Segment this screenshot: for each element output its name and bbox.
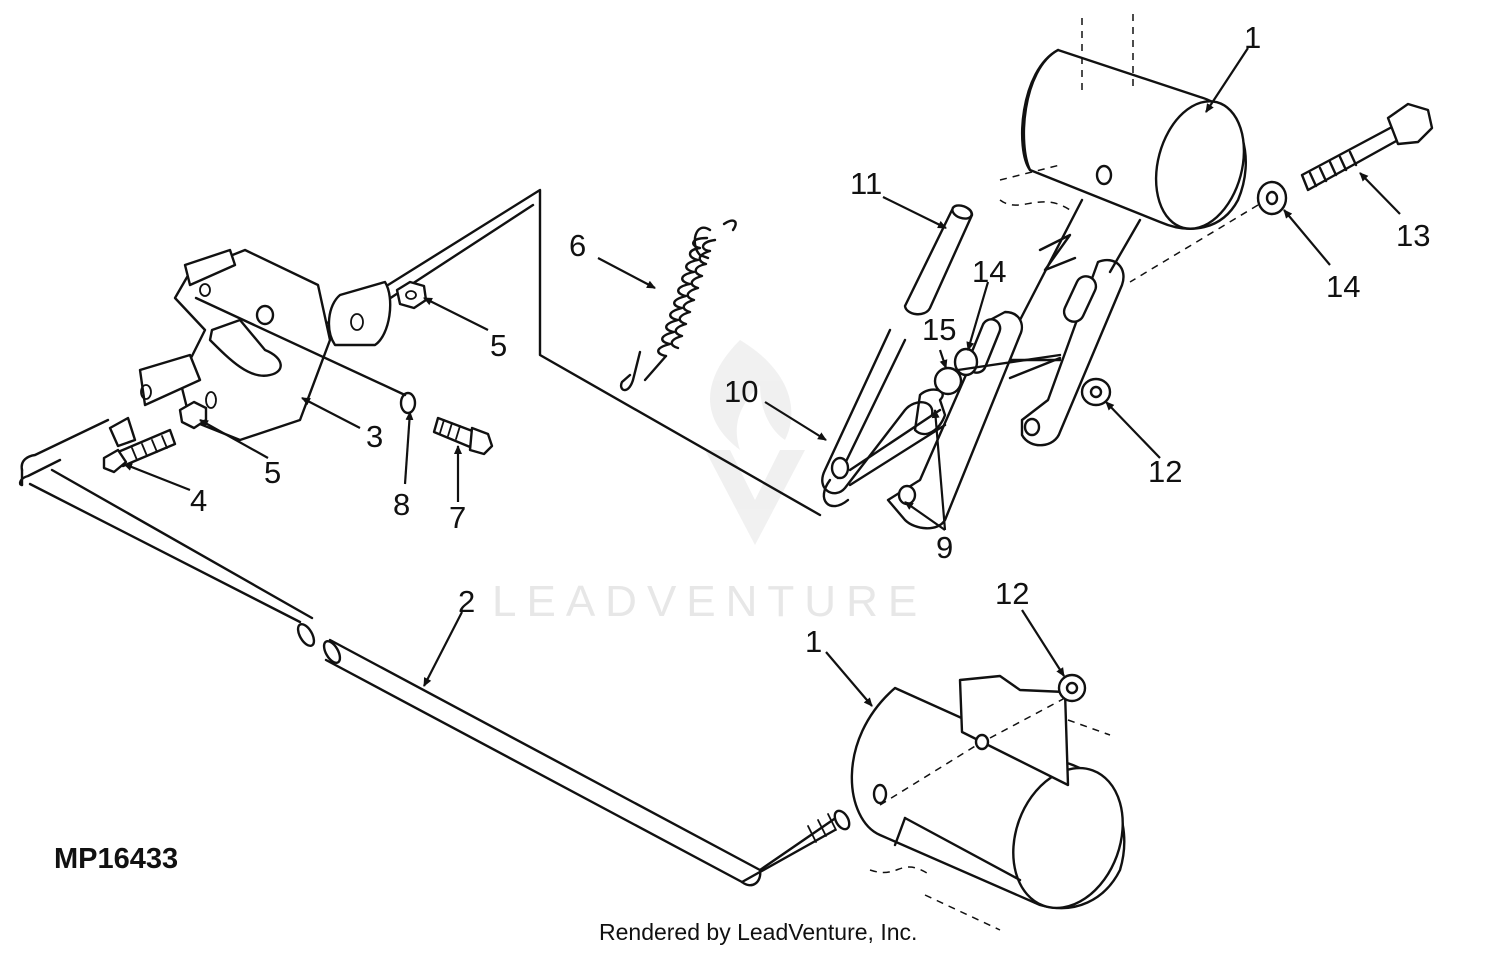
render-credit: Rendered by LeadVenture, Inc. [599, 919, 917, 945]
nut-12-right [1080, 377, 1112, 407]
roller-top [999, 14, 1247, 230]
callout-5-mid: 5 [264, 455, 281, 490]
callout-14-right: 14 [1326, 269, 1360, 304]
rod-10 [821, 328, 947, 508]
bracket-right [1008, 198, 1142, 447]
callout-15: 15 [922, 312, 956, 347]
callout-3: 3 [366, 419, 383, 454]
callout-12-right: 12 [1148, 454, 1182, 489]
washer-8 [399, 391, 417, 415]
callout-4: 4 [190, 483, 207, 518]
callout-14-mid: 14 [972, 254, 1006, 289]
callout-13: 13 [1396, 218, 1430, 253]
callout-1-bottom: 1 [805, 624, 822, 659]
watermark-logo-icon [705, 340, 805, 545]
shaft-line [956, 353, 1062, 372]
callout-1-top: 1 [1244, 20, 1261, 55]
washer-14-right [1256, 180, 1288, 216]
rod-2 [18, 418, 851, 887]
figure-id: MP16433 [54, 843, 178, 875]
washer-top [327, 280, 392, 347]
watermark-text: LEADVENTURE [492, 577, 927, 626]
stud-left [108, 416, 137, 448]
callout-11: 11 [850, 166, 882, 201]
nut-5-top [395, 280, 428, 310]
callout-7: 7 [449, 500, 466, 535]
nut-12-bottom [1057, 673, 1087, 703]
axis-line [194, 296, 407, 397]
bolt-7 [432, 416, 494, 456]
callout-5-top: 5 [490, 328, 507, 363]
pin-11 [903, 204, 974, 316]
roller-bottom [850, 674, 1126, 931]
spring-6 [619, 219, 737, 392]
bolt-4 [102, 428, 177, 474]
nut-15 [933, 366, 963, 396]
callout-2: 2 [458, 584, 475, 619]
plate-3 [138, 248, 332, 442]
callout-9: 9 [936, 530, 953, 565]
bolt-13 [1300, 102, 1434, 192]
callout-12-bottom: 12 [995, 576, 1029, 611]
callout-8: 8 [393, 487, 410, 522]
callout-6: 6 [569, 228, 586, 263]
callout-10: 10 [724, 374, 758, 409]
